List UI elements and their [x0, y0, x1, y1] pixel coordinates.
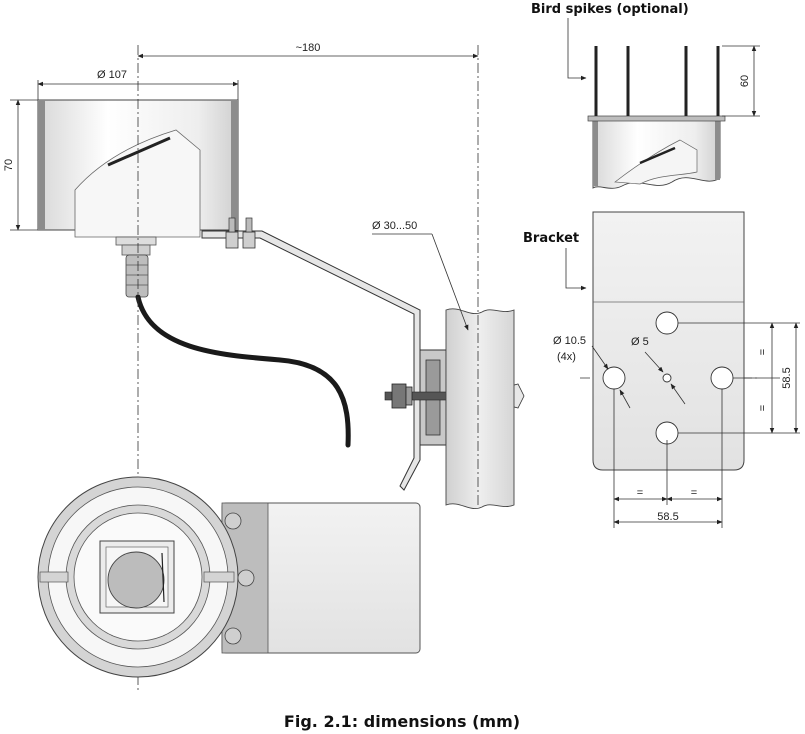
equal-mark-upper: = [757, 349, 769, 355]
bracket-label: Bracket [523, 231, 579, 246]
housing-height-label: 70 [3, 159, 15, 171]
spike-height-label: 60 [739, 75, 751, 87]
hole-diameter-label: Ø 10.5 [553, 335, 586, 347]
dim-overall-length: ~180 [137, 42, 479, 59]
figure-caption: Fig. 2.1: dimensions (mm) [284, 712, 520, 731]
vertical-spacing-label: 58.5 [781, 367, 793, 388]
bracket-side-view [201, 217, 525, 491]
equal-mark-lower: = [757, 405, 769, 411]
overall-length-label: ~180 [296, 42, 321, 54]
dim-pole-diameter: Ø 30...50 [372, 220, 469, 331]
sensor-top-view [37, 476, 421, 678]
horizontal-spacing-label: 58.5 [657, 511, 678, 523]
housing-diameter-label: Ø 107 [97, 69, 127, 81]
dim-housing-height: 70 [3, 99, 38, 231]
center-hole-label: Ø 5 [631, 336, 649, 348]
hole-count-label: (4x) [557, 351, 576, 363]
equal-mark-left: = [637, 487, 643, 499]
equal-mark-right: = [691, 487, 697, 499]
cable [135, 294, 351, 448]
pole-diameter-label: Ø 30...50 [372, 220, 417, 232]
bracket-plate-view: Bracket = = 58.5 = = 58.5 Ø 10.5 (4x) Ø … [523, 211, 800, 528]
pole [445, 308, 515, 509]
dim-housing-diameter: Ø 107 [37, 69, 239, 100]
bird-spikes-label: Bird spikes (optional) [531, 2, 689, 17]
bird-spikes-view: Bird spikes (optional) 60 [531, 2, 760, 189]
sensor-side-view [37, 99, 351, 448]
